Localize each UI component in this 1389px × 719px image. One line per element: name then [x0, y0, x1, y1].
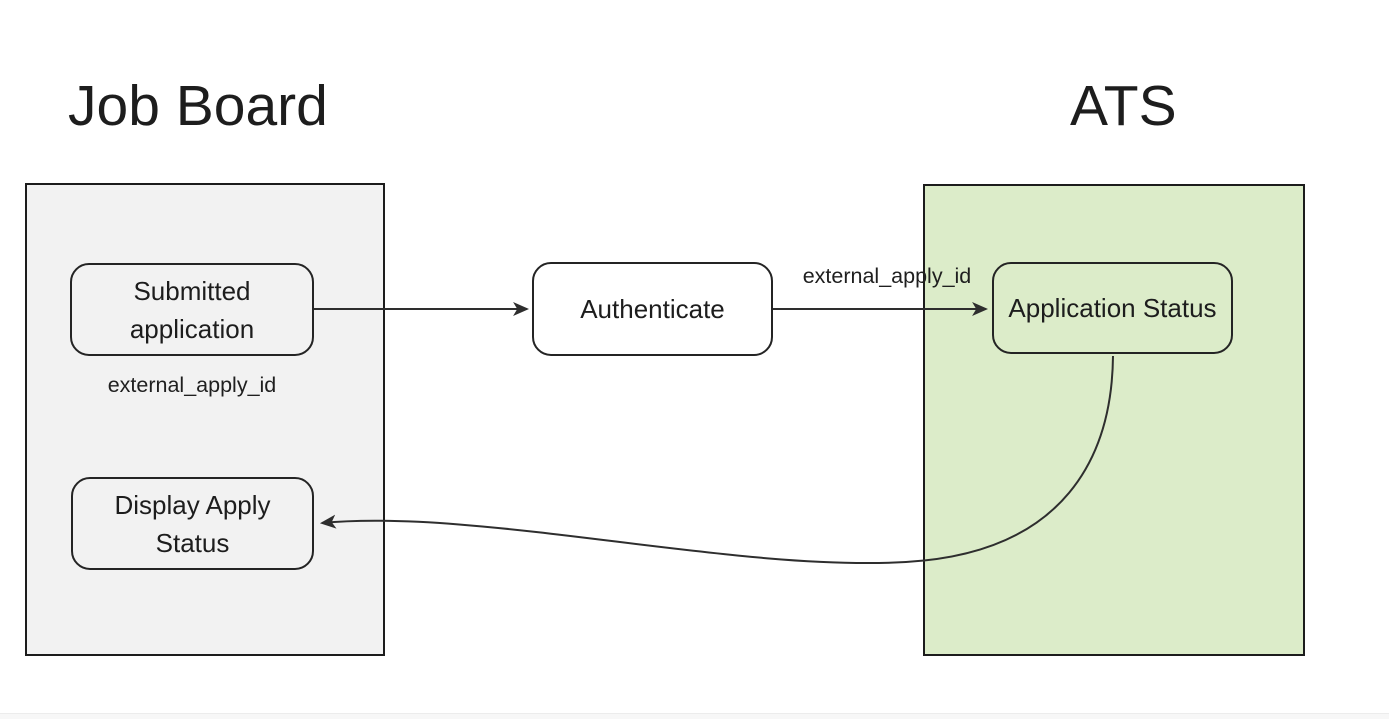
node-submitted-application: Submitted application — [70, 263, 314, 356]
job-board-container — [25, 183, 385, 656]
edge-label-external-apply-id-mid: external_apply_id — [802, 264, 972, 288]
group-title-ats: ATS — [1070, 74, 1177, 138]
node-display-apply-status: Display Apply Status — [71, 477, 314, 570]
node-application-status: Application Status — [992, 262, 1233, 354]
node-application-status-label: Application Status — [1008, 293, 1217, 323]
node-authenticate: Authenticate — [532, 262, 773, 356]
group-title-job-board: Job Board — [68, 74, 328, 138]
node-authenticate-label: Authenticate — [580, 294, 725, 324]
node-display-apply-status-label: Display Apply Status — [114, 489, 271, 558]
edge-label-external-apply-id-left: external_apply_id — [107, 373, 277, 397]
ats-container — [923, 184, 1305, 656]
node-submitted-application-label: Submitted application — [129, 275, 255, 344]
bottom-edge-strip — [0, 713, 1389, 719]
